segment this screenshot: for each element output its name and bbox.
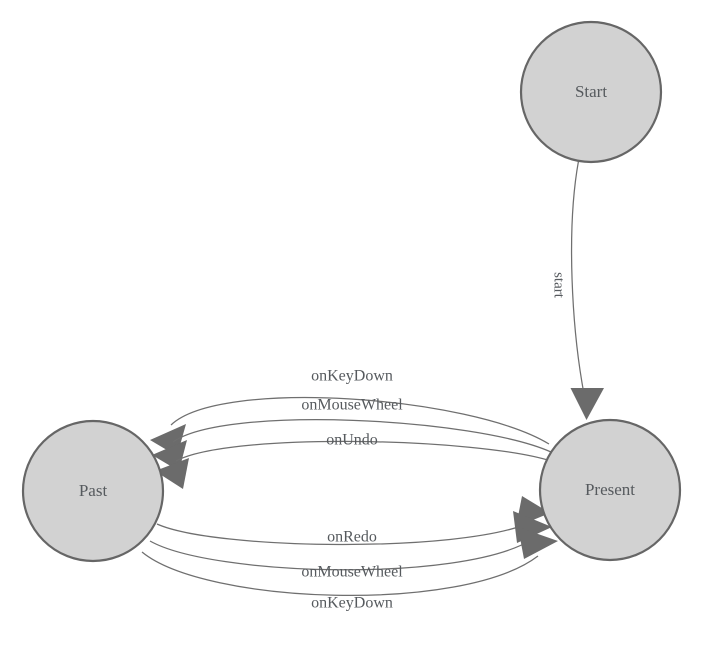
- edge-past-to-present-onkeydown-path: [141, 551, 539, 597]
- edge-present-to-past-onundo-arrowhead: [155, 458, 189, 489]
- edge-present-to-past-onkeydown-path: [170, 397, 550, 445]
- node-start-circle: [519, 20, 663, 164]
- edge-label-past-to-present-onredo: onRedo: [327, 529, 377, 546]
- edge-label-past-to-present-onkeydown: onKeyDown: [311, 595, 393, 612]
- node-past-circle: [21, 419, 165, 563]
- node-start-label: Start: [575, 82, 607, 101]
- edge-past-to-present-onkeydown-arrowhead: [518, 527, 558, 559]
- node-present-circle: [538, 418, 682, 562]
- edge-present-to-past-onmousewheel-path: [172, 419, 552, 453]
- node-present-label: Present: [585, 480, 635, 499]
- edge-past-to-present-onkeydown[interactable]: onKeyDown: [141, 527, 558, 612]
- edge-past-to-present-onredo[interactable]: onRedo: [156, 496, 550, 546]
- edge-label-present-to-past-onmousewheel: onMouseWheel: [301, 397, 403, 414]
- edge-present-to-past-onundo[interactable]: onUndo: [155, 432, 552, 489]
- edge-label-present-to-past-onkeydown: onKeyDown: [311, 368, 393, 385]
- edge-present-to-past-onundo-path: [175, 440, 552, 462]
- edge-label-present-to-past-onundo: onUndo: [326, 432, 378, 449]
- node-start[interactable]: Start: [519, 20, 663, 164]
- node-past[interactable]: Past: [21, 419, 165, 563]
- node-present[interactable]: Present: [538, 418, 682, 562]
- edge-past-to-present-onredo-path: [156, 522, 530, 546]
- edge-start-to-present-path: [570, 160, 585, 395]
- edge-start-to-present[interactable]: start: [551, 160, 604, 420]
- edge-label-past-to-present-onmousewheel: onMouseWheel: [301, 564, 403, 581]
- node-past-label: Past: [79, 481, 108, 500]
- edge-start-to-present-arrowhead: [570, 388, 604, 420]
- edge-past-to-present-onmousewheel-path: [149, 539, 532, 571]
- edge-label-start: start: [551, 272, 567, 299]
- edge-past-to-present-onmousewheel[interactable]: onMouseWheel: [149, 511, 552, 581]
